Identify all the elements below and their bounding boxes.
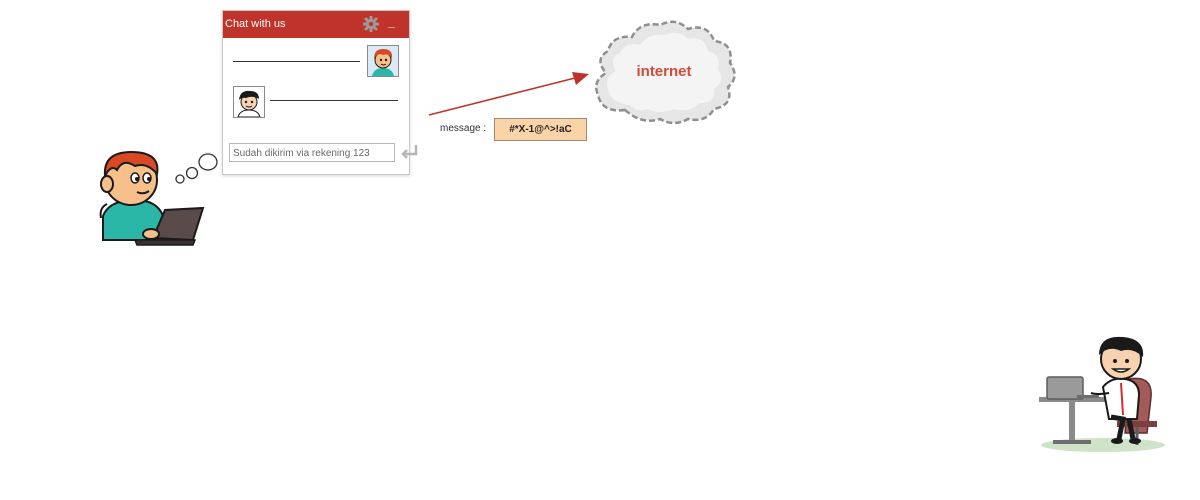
enter-icon[interactable] (401, 144, 419, 160)
gear-icon[interactable] (363, 16, 379, 32)
encrypted-message-box: #*X-1@^>!aC (494, 118, 587, 141)
minimize-button[interactable]: _ (388, 15, 395, 29)
incoming-message-line (270, 100, 398, 101)
arrow-icon (428, 72, 589, 116)
internet-cloud (595, 20, 736, 125)
message-label: message : (440, 123, 487, 134)
receiver-person (1039, 336, 1165, 452)
chat-message-input[interactable]: Sudah dikirim via rekening 123 (229, 143, 395, 162)
sender-person (99, 150, 205, 246)
chat-title: Chat with us (225, 18, 286, 30)
chat-header: Chat with us _ (223, 11, 409, 38)
outgoing-message-line (233, 61, 360, 62)
sender-avatar (367, 45, 399, 77)
cloud-label: internet (636, 63, 692, 80)
receiver-avatar (233, 86, 265, 118)
chat-window: Chat with us _ (222, 10, 418, 175)
thought-bubble-icon (175, 153, 218, 184)
